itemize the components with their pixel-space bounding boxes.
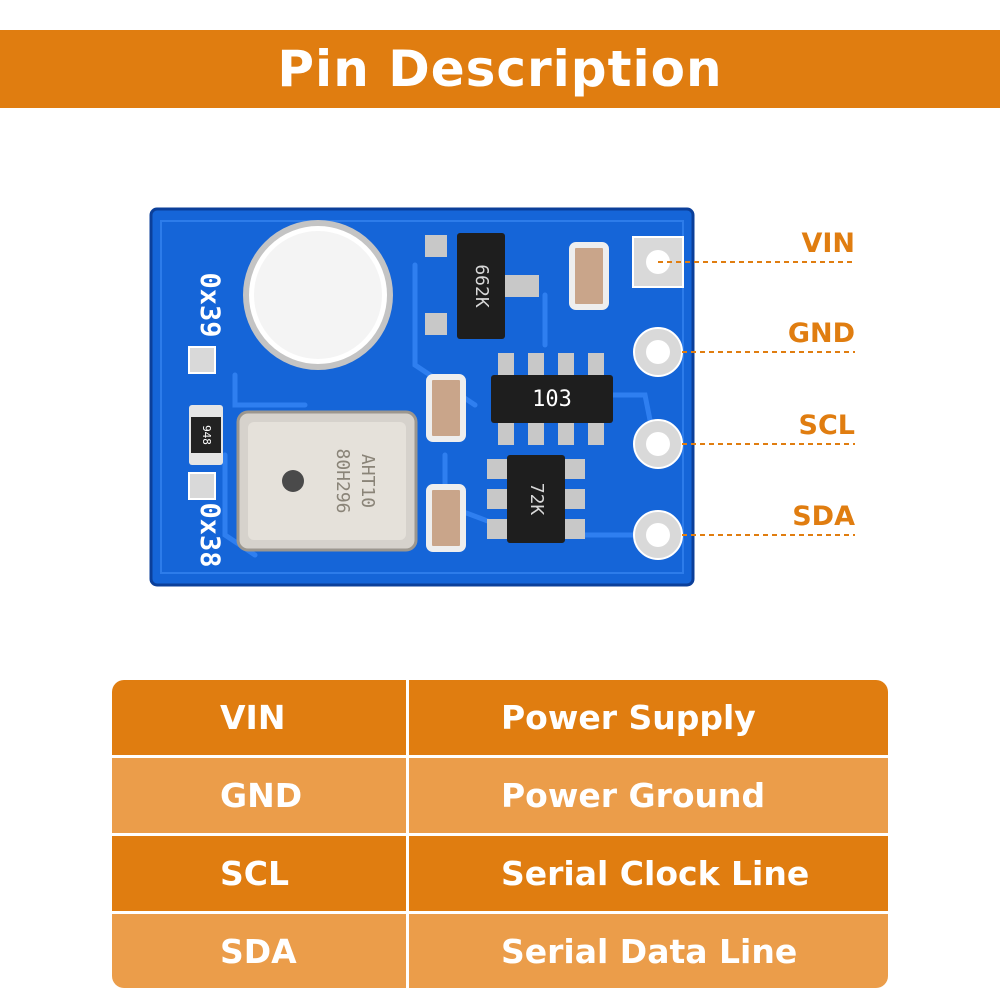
- table-row: GND Power Ground: [112, 758, 888, 833]
- pin-pads: [632, 236, 684, 560]
- sensor-board-diagram: 0x39 0x38 948 AHT10 80H296 662K: [145, 205, 860, 590]
- capacitor-top: [569, 242, 609, 310]
- svg-text:662K: 662K: [471, 264, 492, 308]
- table-row: VIN Power Supply: [112, 680, 888, 755]
- silkscreen-addr-top: 0x39: [194, 272, 225, 337]
- svg-text:948: 948: [200, 425, 213, 445]
- capacitor-mid: [426, 374, 466, 442]
- capacitor-bottom: [426, 484, 466, 552]
- pin-label-scl: SCL: [798, 410, 855, 441]
- pin-name-cell: GND: [220, 776, 303, 815]
- pin-description-cell: Serial Clock Line: [406, 836, 888, 911]
- pin-table: VIN Power Supply GND Power Ground SCL Se…: [112, 680, 888, 988]
- pin-label-sda: SDA: [792, 501, 855, 532]
- ic-72k: 72K: [487, 455, 585, 543]
- aht10-sensor-chip: AHT10 80H296: [236, 410, 418, 552]
- address-pad-bottom: [188, 472, 216, 500]
- sensor-marking-1: AHT10: [357, 454, 378, 508]
- svg-text:72K: 72K: [526, 483, 547, 516]
- leader-lines: [658, 261, 855, 536]
- pin-name-cell: VIN: [220, 698, 286, 737]
- pin-label-vin: VIN: [801, 228, 855, 259]
- sensor-marking-2: 80H296: [332, 448, 353, 513]
- pcb-illustration: 0x39 0x38 948 AHT10 80H296 662K: [149, 207, 855, 587]
- page-title: Pin Description: [277, 40, 723, 98]
- title-banner: Pin Description: [0, 30, 1000, 108]
- pin-label-gnd: GND: [787, 318, 855, 349]
- ic-662k: 662K: [425, 233, 539, 339]
- address-pad-top: [188, 346, 216, 374]
- pin-name-cell: SCL: [220, 854, 290, 893]
- table-row: SDA Serial Data Line: [112, 914, 888, 988]
- pin-description-cell: Power Supply: [406, 680, 888, 755]
- pin-name-cell: SDA: [220, 932, 297, 971]
- pin-description-cell: Power Ground: [406, 758, 888, 833]
- svg-text:103: 103: [532, 387, 572, 412]
- table-row: SCL Serial Clock Line: [112, 836, 888, 911]
- pin-description-cell: Serial Data Line: [406, 914, 888, 988]
- silkscreen-addr-bottom: 0x38: [194, 502, 225, 567]
- smd-resistor-948: 948: [189, 405, 223, 465]
- resistor-array-103: 103: [491, 353, 613, 445]
